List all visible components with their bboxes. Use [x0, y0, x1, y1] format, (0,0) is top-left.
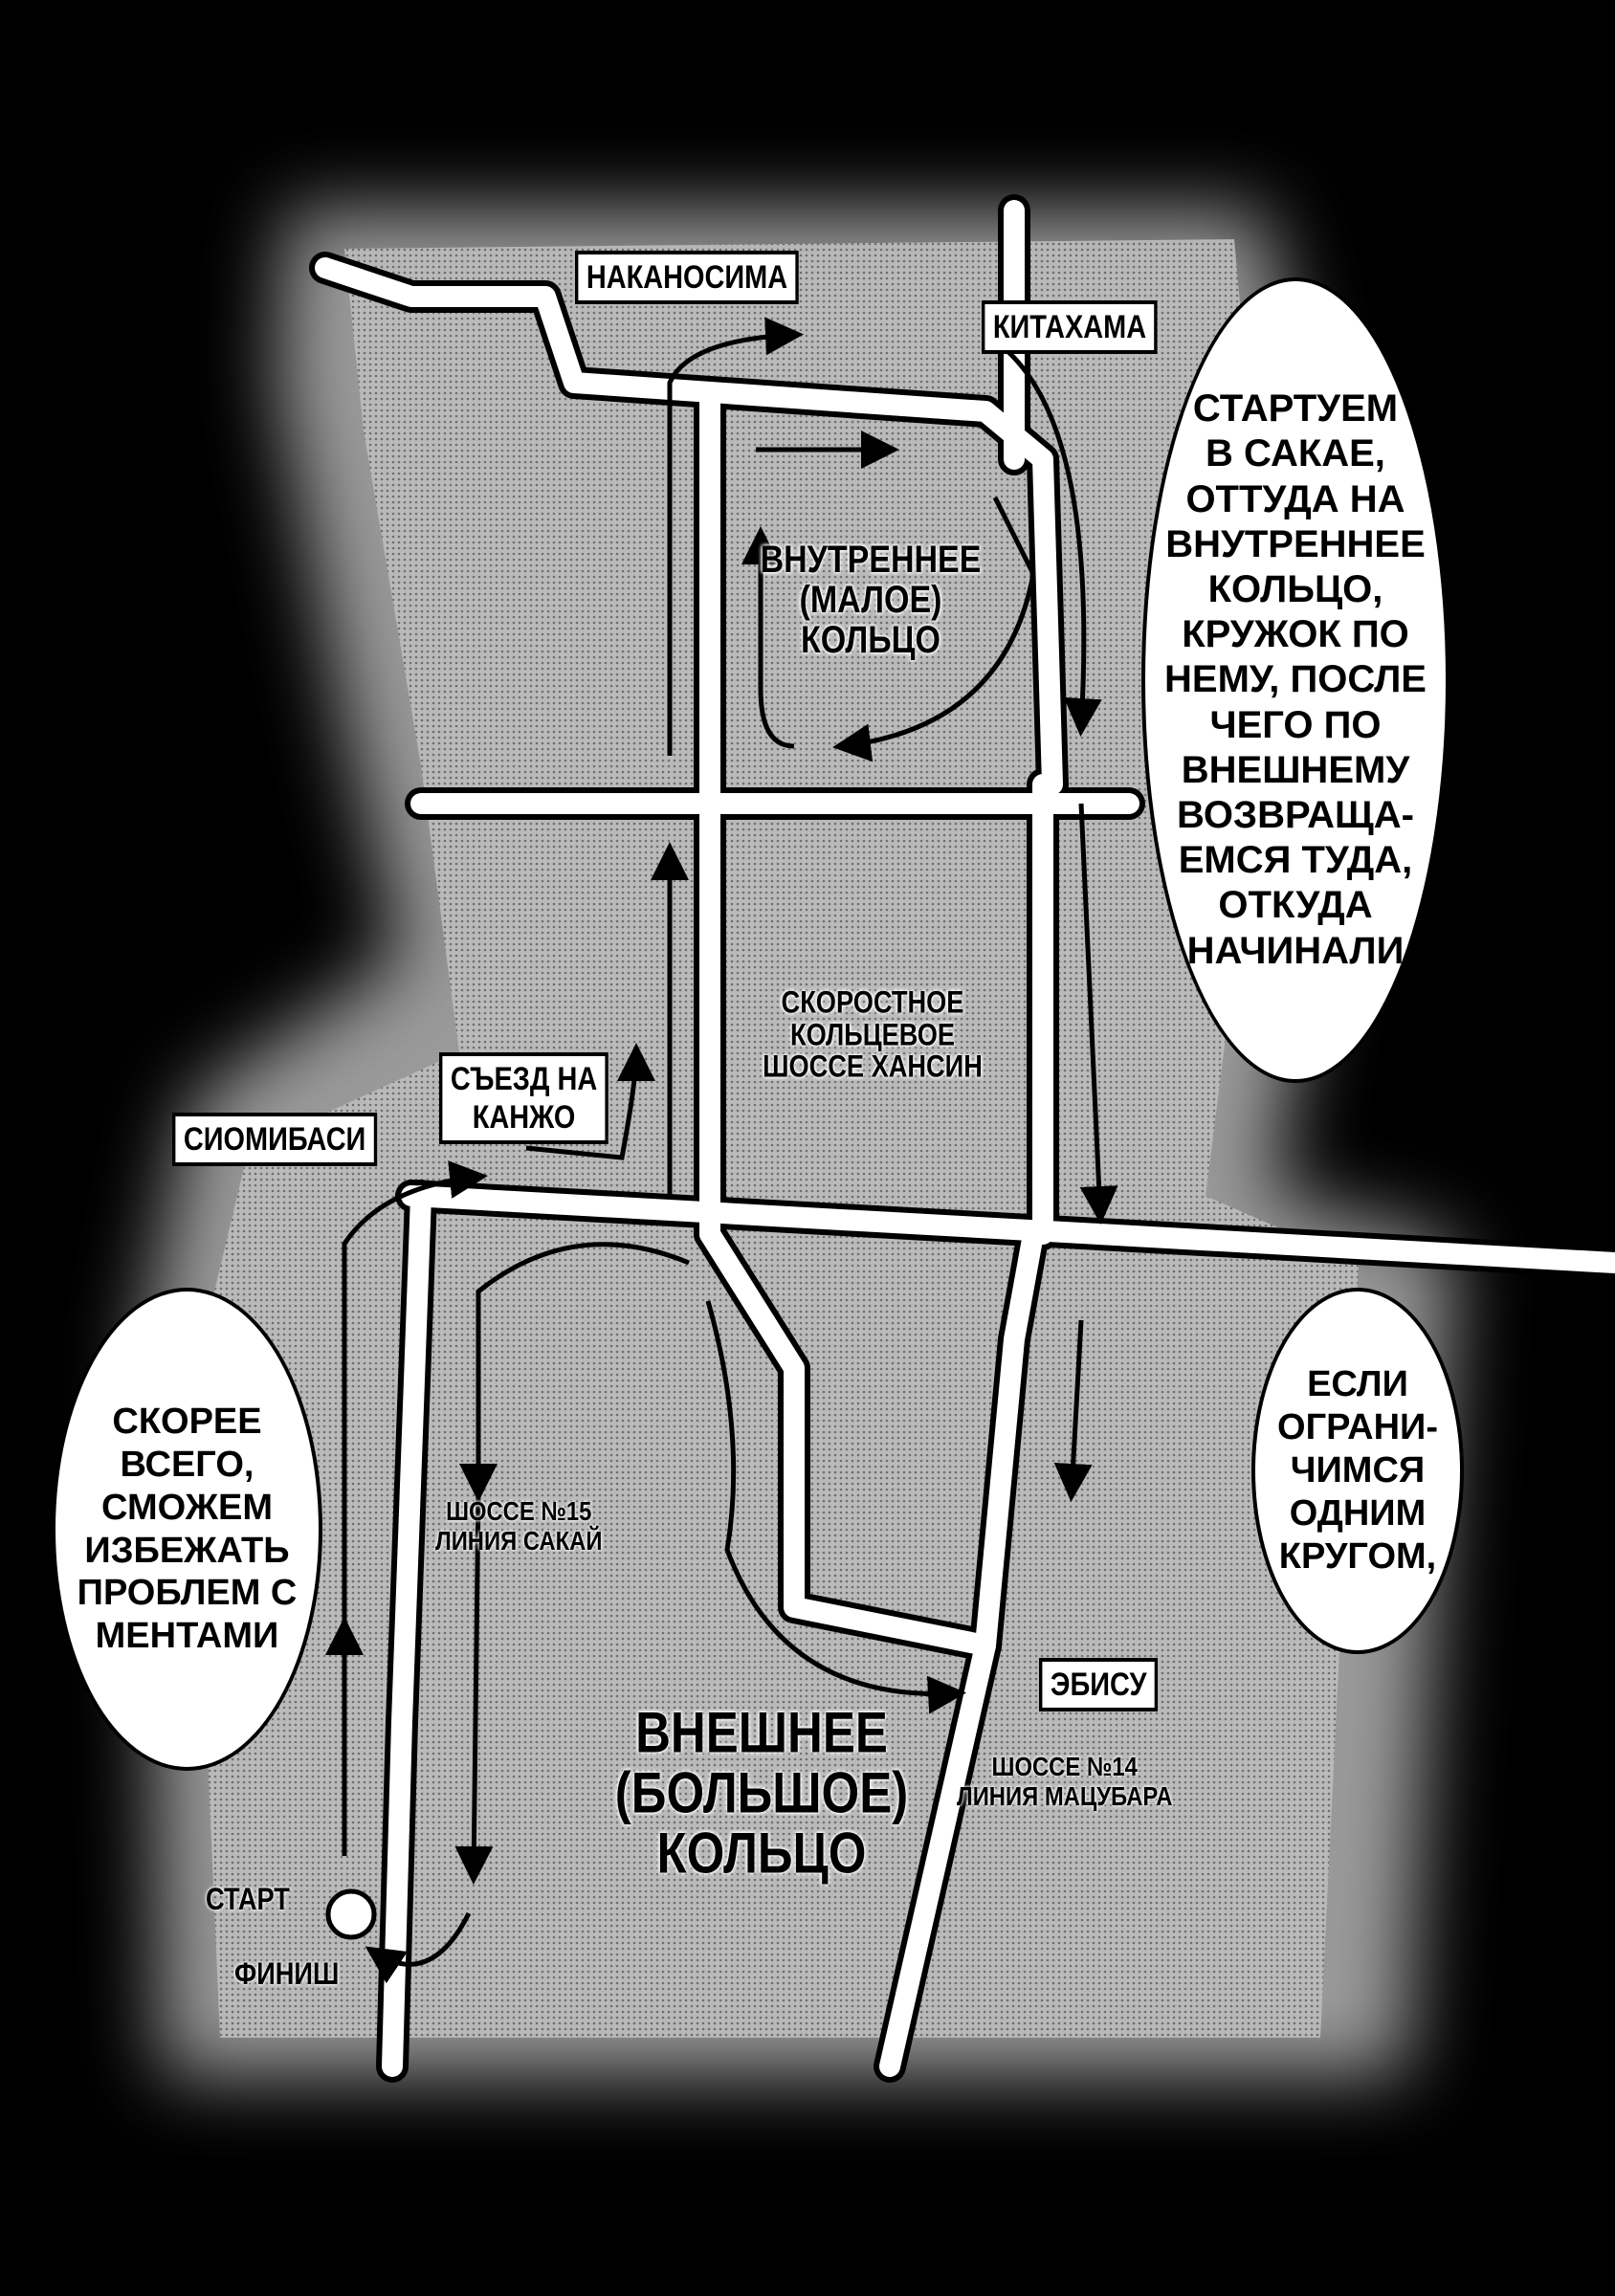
- start-finish-marker: [325, 1888, 377, 1940]
- speech-bubble-route-plan: СТАРТУЕМ В САКАЕ, ОТТУДА НА ВНУТРЕННЕЕ К…: [1141, 277, 1449, 1083]
- area-inner-ring: ВНУТРЕННЕЕ (МАЛОЕ) КОЛЬЦО: [760, 539, 982, 661]
- label-start: СТАРТ: [206, 1882, 290, 1916]
- area-outer-ring: ВНЕШНЕЕ (БОЛЬШОЕ) КОЛЬЦО: [614, 1700, 909, 1886]
- label-ebisu: ЭБИСУ: [1039, 1658, 1159, 1711]
- label-kitahama: КИТАХАМА: [982, 300, 1159, 354]
- route-14-label: ШОССЕ №14 ЛИНИЯ МАЦУБАРА: [957, 1752, 1173, 1811]
- speech-bubble-one-lap: ЕСЛИ ОГРАНИ- ЧИМСЯ ОДНИМ КРУГОМ,: [1251, 1288, 1464, 1654]
- label-nakanoshima: НАКАНОСИМА: [575, 251, 799, 304]
- map-halftone: [191, 239, 1359, 2038]
- route-15-label: ШОССЕ №15 ЛИНИЯ САКАЙ: [435, 1496, 603, 1556]
- area-hanshin-expressway: СКОРОСТНОЕ КОЛЬЦЕВОЕ ШОССЕ ХАНСИН: [763, 984, 983, 1084]
- speech-bubble-police: СКОРЕЕ ВСЕГО, СМОЖЕМ ИЗБЕЖАТЬ ПРОБЛЕМ С …: [52, 1288, 322, 1771]
- label-finish: ФИНИШ: [234, 1956, 340, 1991]
- label-kanjo-exit: СЪЕЗД НА КАНЖО: [439, 1052, 609, 1144]
- label-shiomibashi: СИОМИБАСИ: [172, 1113, 378, 1166]
- route-arrows: [325, 317, 1118, 1984]
